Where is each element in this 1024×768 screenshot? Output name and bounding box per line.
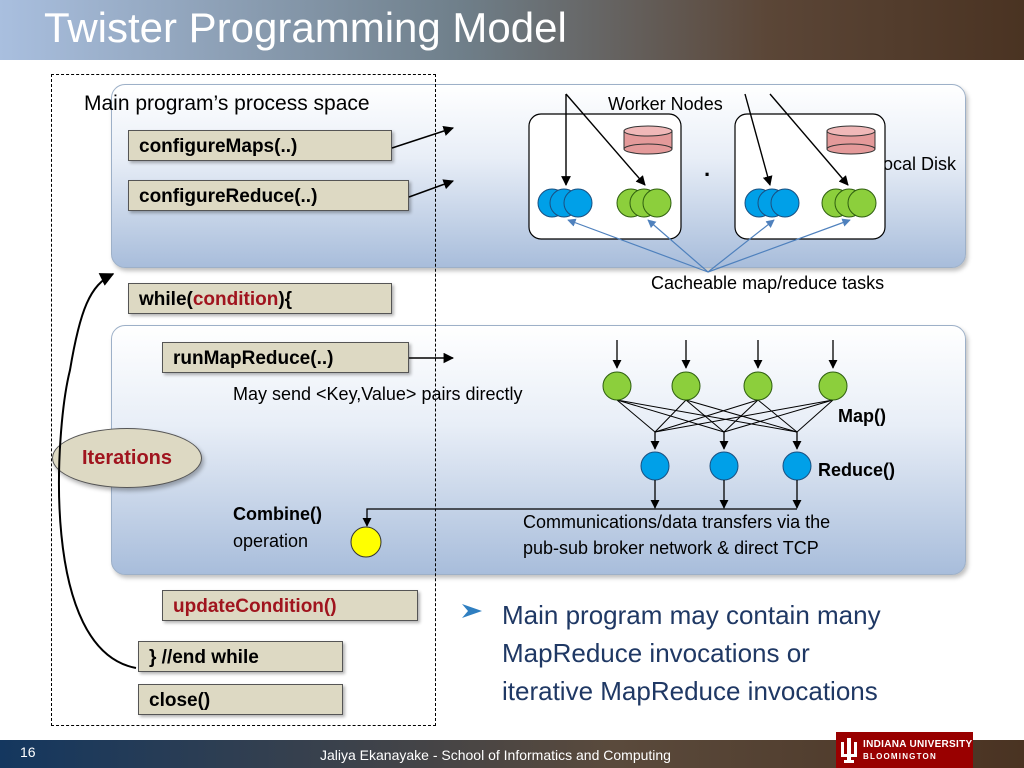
cached-reduce-task	[563, 188, 593, 218]
comm-line-1: Communications/data transfers via the	[523, 512, 831, 532]
cacheable-arrow	[647, 219, 709, 273]
update-condition-box: updateCondition()	[162, 590, 418, 621]
map-task	[743, 371, 773, 401]
university-logo: INDIANA UNIVERSITY BLOOMINGTON	[836, 732, 973, 768]
map-task	[602, 371, 632, 401]
bullet-line-1: Main program may contain many	[502, 600, 881, 630]
reduce-task	[782, 451, 812, 481]
map-task	[671, 371, 701, 401]
worker-arrow-2	[565, 93, 646, 186]
bullet-text: Main program may contain many MapReduce …	[502, 596, 962, 710]
configure-reduce-box: configureReduce(..)	[128, 180, 409, 211]
reduce-task	[640, 451, 670, 481]
configure-reduce-arrow	[408, 179, 454, 198]
combine-node	[350, 526, 382, 558]
reduce-task	[709, 451, 739, 481]
iterations-ellipse: Iterations	[52, 428, 202, 488]
worker-arrow-3	[744, 93, 773, 186]
cacheable-arrow	[707, 218, 851, 273]
while-condition: condition	[192, 289, 279, 310]
configure-maps-arrow	[391, 125, 454, 149]
cached-reduce-task	[770, 188, 800, 218]
close-box: close()	[138, 684, 343, 715]
logo-line-2: BLOOMINGTON	[863, 752, 937, 761]
cached-map-task	[847, 188, 877, 218]
bullet-line-2: MapReduce invocations or	[502, 638, 810, 668]
configure-maps-box: configureMaps(..)	[128, 130, 392, 161]
map-task	[818, 371, 848, 401]
shuffle-lines	[616, 399, 834, 433]
cached-map-task	[642, 188, 672, 218]
comm-line-2: pub-sub broker network & direct TCP	[523, 538, 819, 558]
slide-title: Twister Programming Model	[44, 4, 567, 51]
combine-arrow	[362, 508, 797, 527]
worker-nodes-label: Worker Nodes	[608, 94, 723, 114]
iteration-loop-arrow	[58, 273, 137, 669]
key-value-note: May send <Key,Value> pairs directly	[233, 384, 523, 404]
main-process-space	[51, 74, 436, 726]
bullet-line-3: iterative MapReduce invocations	[502, 676, 878, 706]
disk-icon-1	[623, 125, 673, 155]
footer-text: Jaliya Ekanayake - School of Informatics…	[320, 747, 671, 763]
mapreduce-panel	[111, 325, 966, 575]
bullet-arrow-icon	[462, 604, 482, 618]
trident-icon	[841, 738, 857, 763]
map-label: Map()	[838, 406, 886, 426]
logo-line-1: INDIANA UNIVERSITY	[863, 739, 973, 750]
cacheable-arrow	[707, 219, 775, 273]
cacheable-arrow	[567, 218, 709, 273]
dot-separator-2: ·	[704, 162, 712, 187]
worker-arrow-4	[769, 93, 849, 186]
run-map-reduce-box: runMapReduce(..)	[162, 342, 409, 373]
main-process-label: Main program’s process space	[84, 92, 370, 115]
while-close: ){	[278, 289, 293, 310]
disk-icon-2	[826, 125, 876, 155]
reduce-label: Reduce()	[818, 460, 896, 480]
while-open: while(	[139, 289, 193, 310]
combine-operation-label: operation	[233, 531, 309, 551]
title-bar: Twister Programming Model	[0, 0, 1024, 60]
cacheable-tasks-label: Cacheable map/reduce tasks	[651, 273, 885, 293]
combine-label: Combine()	[233, 504, 322, 524]
while-box: while(condition){	[128, 283, 392, 314]
local-disk-label: Local Disk	[873, 154, 957, 174]
end-while-box: } //end while	[138, 641, 343, 672]
page-number: 16	[20, 744, 36, 760]
